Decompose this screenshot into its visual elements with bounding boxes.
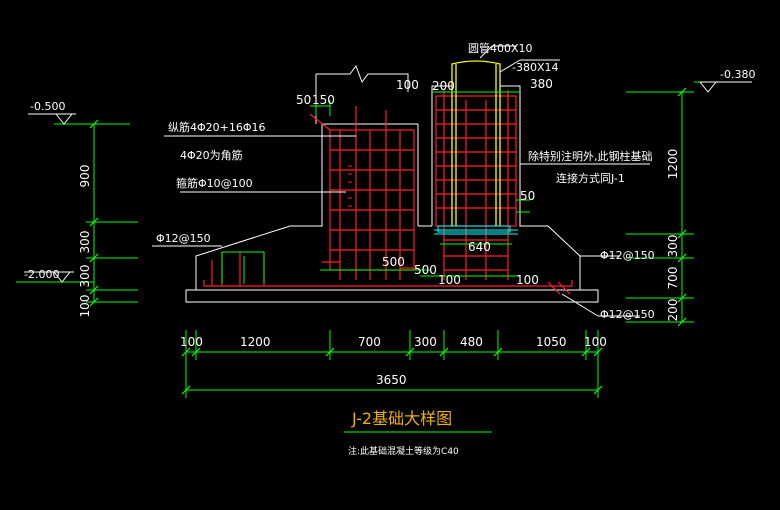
dim-bottom-300: 300 — [414, 335, 437, 349]
pedestal-green-ties — [221, 251, 265, 284]
label-steel-note-1: 除特别注明外,此钢柱基础 — [528, 149, 653, 163]
label-plate-width: 380 — [530, 77, 553, 91]
annotations: 圆管400X10 -380X14 380 纵筋4Φ20+16Φ16 4Φ20为角… — [24, 41, 755, 457]
dim-bottom-700: 700 — [358, 335, 381, 349]
elevation-symbols — [24, 81, 752, 283]
label-stirrups: 箍筋Φ10@100 — [176, 176, 253, 190]
drawing-title: J-2基础大样图 — [351, 409, 452, 428]
dim-left-300a: 300 — [78, 231, 92, 254]
leader-lines — [152, 45, 650, 317]
dim-right-200: 200 — [666, 299, 680, 322]
dimension-lines — [16, 81, 750, 433]
elevation-left-top: -0.500 — [30, 100, 65, 113]
break-line — [316, 64, 409, 92]
pedestal-rebar — [309, 106, 415, 280]
label-vertical-bars: 纵筋4Φ20+16Φ16 — [168, 120, 266, 134]
dim-150: 150 — [312, 93, 335, 107]
dim-right-1200: 1200 — [666, 149, 680, 180]
rebar-ticks — [348, 165, 352, 207]
dimension-ticks — [89, 87, 687, 395]
dim-right-300: 300 — [666, 235, 680, 258]
dim-500a: 500 — [382, 255, 405, 269]
dim-left-300b: 300 — [78, 265, 92, 288]
dim-640: 640 — [468, 240, 491, 254]
dim-100-top: 100 — [396, 78, 419, 92]
dim-bottom-100b: 100 — [584, 335, 607, 349]
dim-50r: 50 — [520, 189, 535, 203]
label-corner-bars: 4Φ20为角筋 — [180, 148, 243, 162]
steel-pier-rebar — [435, 90, 517, 280]
dim-500b: 500 — [414, 263, 437, 277]
label-bottom-bars-left: Φ12@150 — [156, 232, 211, 245]
steel-column — [451, 60, 501, 226]
drawing-note: 注:此基础混凝土等级为C40 — [348, 445, 459, 457]
dim-left-100: 100 — [78, 295, 92, 318]
dim-bottom-1050: 1050 — [536, 335, 567, 349]
anchor-plate — [434, 225, 518, 235]
footing-outline — [185, 85, 599, 303]
elevation-left-bottom: -2.000 — [24, 268, 59, 281]
dim-100b: 100 — [516, 273, 539, 287]
label-pipe: 圆管400X10 — [468, 41, 533, 55]
dim-bottom-1200: 1200 — [240, 335, 271, 349]
label-bottom-bars-right2: Φ12@150 — [600, 308, 655, 321]
elevation-right-top: -0.380 — [720, 68, 755, 81]
dim-total: 3650 — [376, 373, 407, 387]
label-steel-note-2: 连接方式同J-1 — [556, 171, 625, 185]
dim-right-700: 700 — [666, 267, 680, 290]
label-plate: -380X14 — [512, 61, 559, 74]
dim-200: 200 — [432, 79, 455, 93]
label-bottom-bars-right: Φ12@150 — [600, 249, 655, 262]
dim-100a: 100 — [438, 273, 461, 287]
dim-50: 50 — [296, 93, 311, 107]
dim-bottom-100a: 100 — [180, 335, 203, 349]
dim-bottom-480: 480 — [460, 335, 483, 349]
dim-left-900: 900 — [78, 165, 92, 188]
